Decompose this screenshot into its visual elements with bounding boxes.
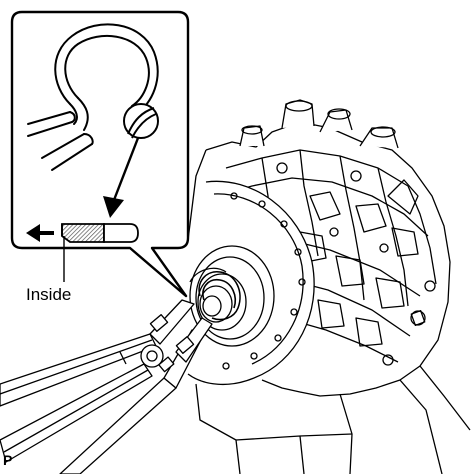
pliers-tips-detail [27,111,94,171]
figure-code: P [3,452,13,468]
shaft-bore [189,245,275,347]
snap-ring-icon [54,23,159,131]
inside-label: Inside [26,285,72,304]
snap-ring-pliers-icon [0,299,213,474]
detail-callout-box [10,10,190,298]
direction-arrow-icon [26,224,54,242]
magnifier-circle [123,103,159,139]
pointer-arrow-icon [103,137,140,218]
installed-snap-ring-icon [198,271,241,321]
ring-section-bar [61,223,139,243]
